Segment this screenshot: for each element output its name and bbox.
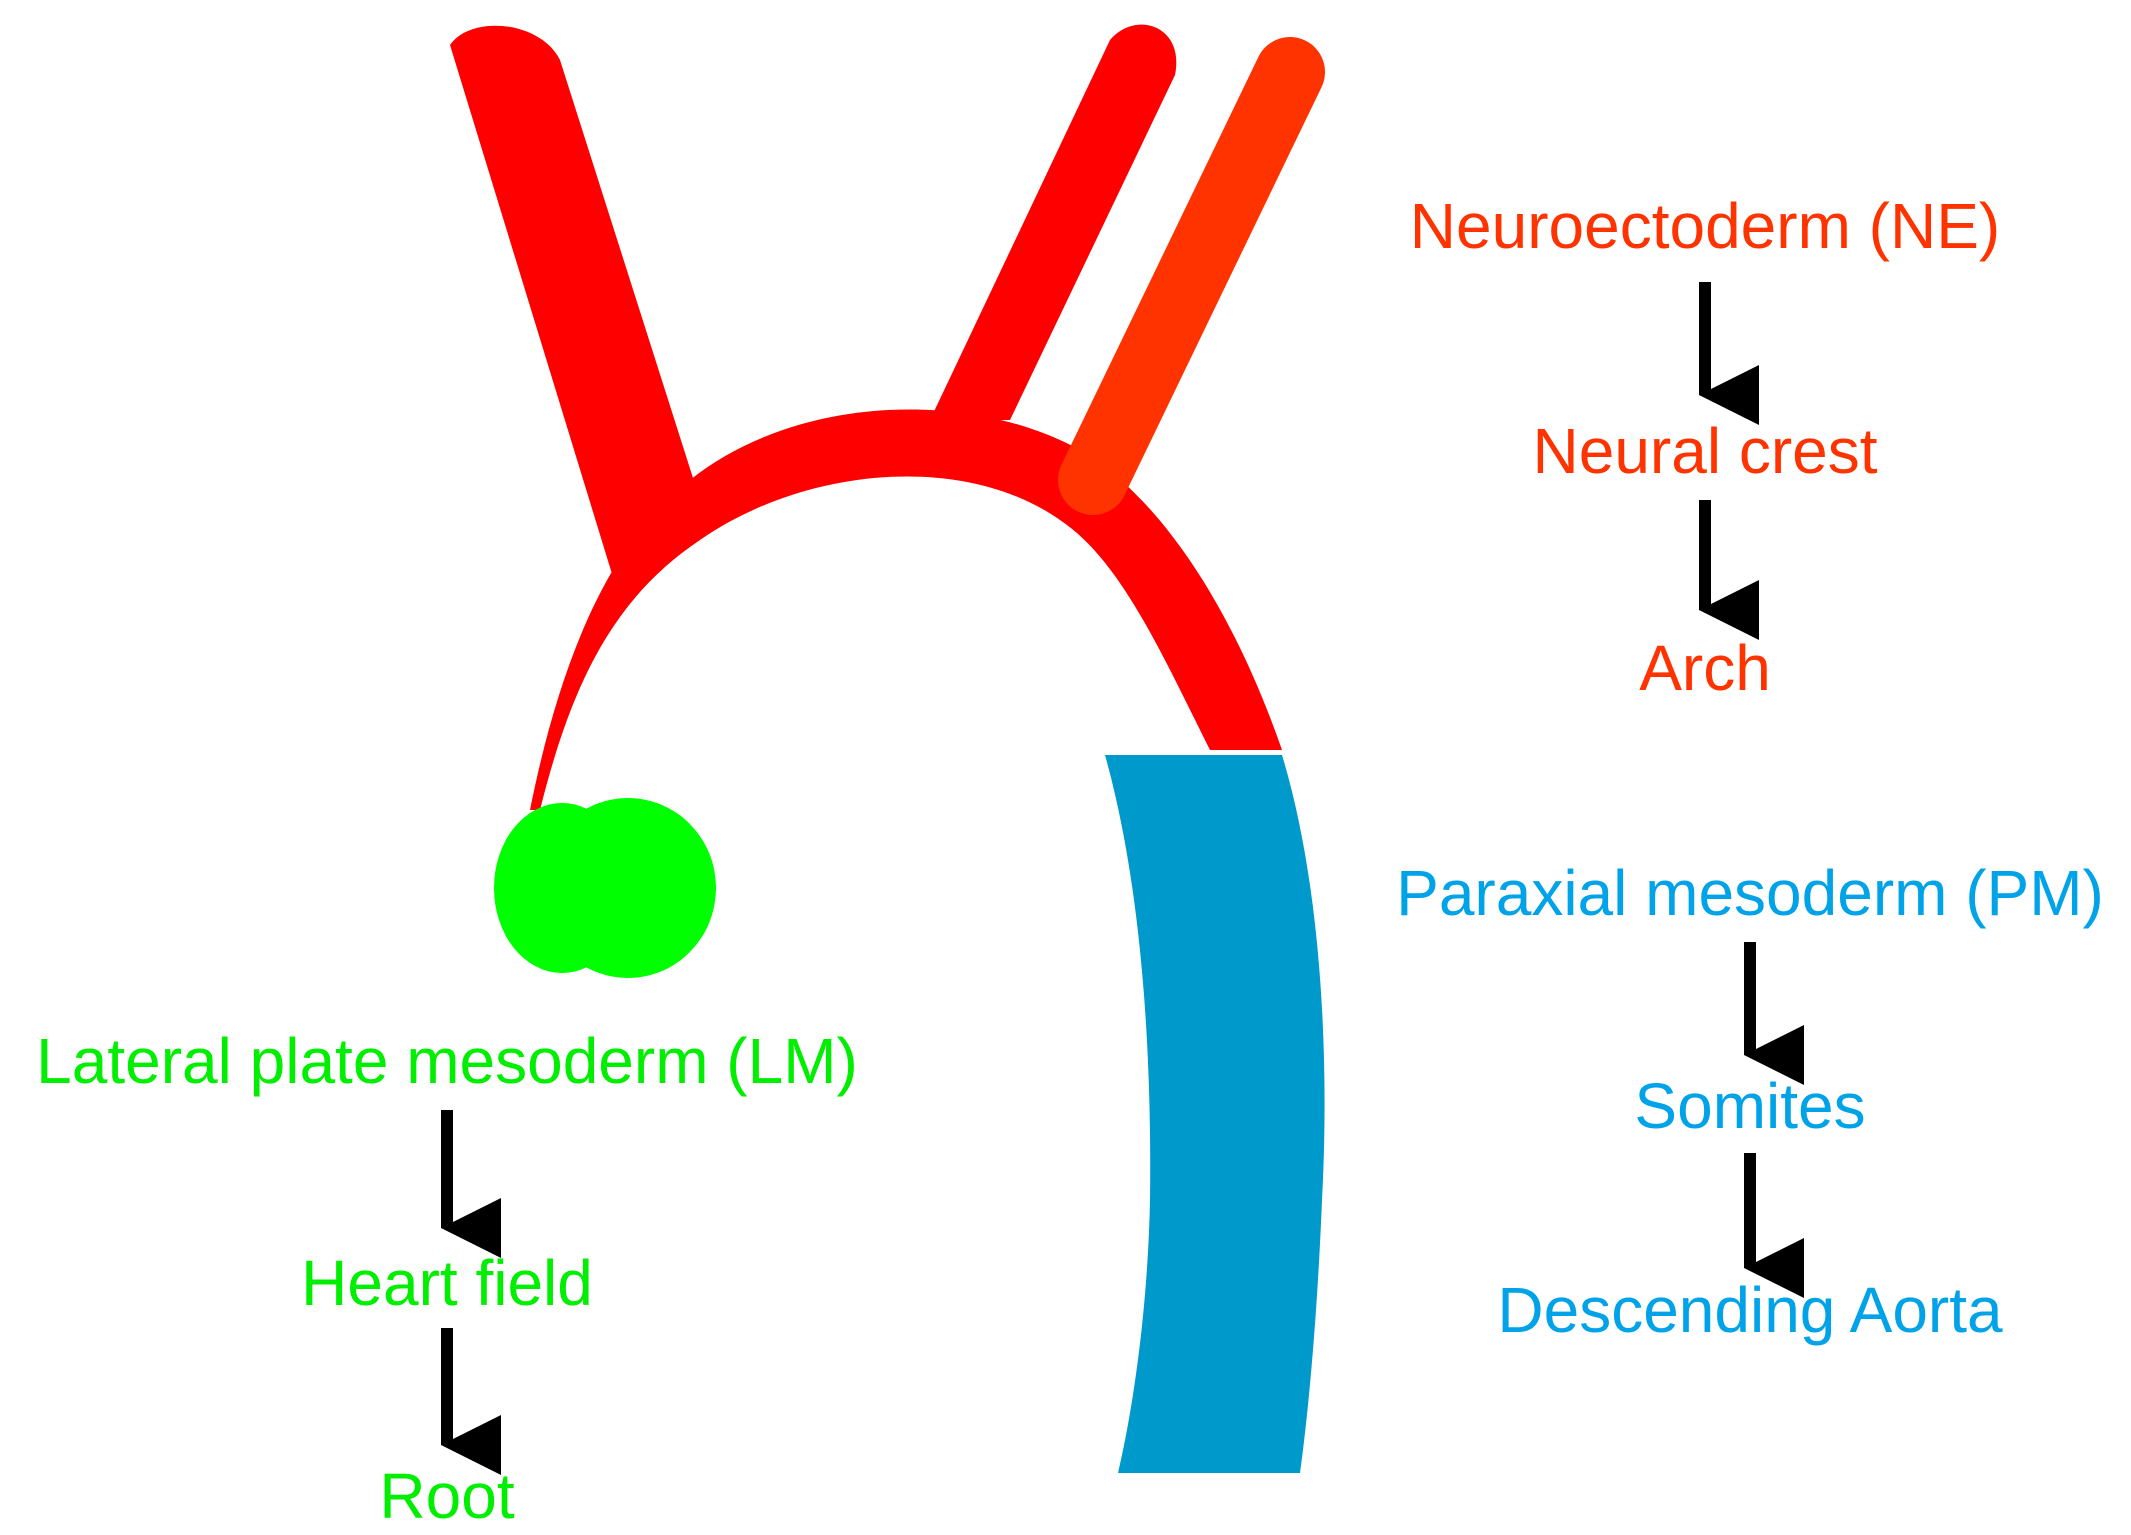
descending-aorta — [1105, 755, 1325, 1473]
ne-intermediate-label: Neural crest — [1533, 415, 1878, 487]
ne-lineage: Neuroectoderm (NE) Neural crest Arch — [1410, 190, 2000, 704]
pm-intermediate-label: Somites — [1634, 1070, 1865, 1142]
pm-lineage: Paraxial mesoderm (PM) Somites Descendin… — [1396, 857, 2104, 1346]
pm-origin-label: Paraxial mesoderm (PM) — [1396, 857, 2104, 929]
lm-target-label: Root — [379, 1460, 514, 1532]
lm-intermediate-label: Heart field — [301, 1247, 593, 1319]
ne-origin-label: Neuroectoderm (NE) — [1410, 190, 2000, 262]
aortic-root — [494, 798, 716, 978]
lm-lineage: Lateral plate mesoderm (LM) Heart field … — [36, 1025, 858, 1532]
brachiocephalic-branch — [450, 25, 700, 600]
pm-target-label: Descending Aorta — [1497, 1274, 2003, 1346]
root-lobe-right — [540, 798, 716, 978]
ne-target-label: Arch — [1639, 632, 1771, 704]
left-carotid-branch — [930, 24, 1177, 420]
subclavian-branch — [1058, 37, 1325, 515]
lm-origin-label: Lateral plate mesoderm (LM) — [36, 1025, 858, 1097]
